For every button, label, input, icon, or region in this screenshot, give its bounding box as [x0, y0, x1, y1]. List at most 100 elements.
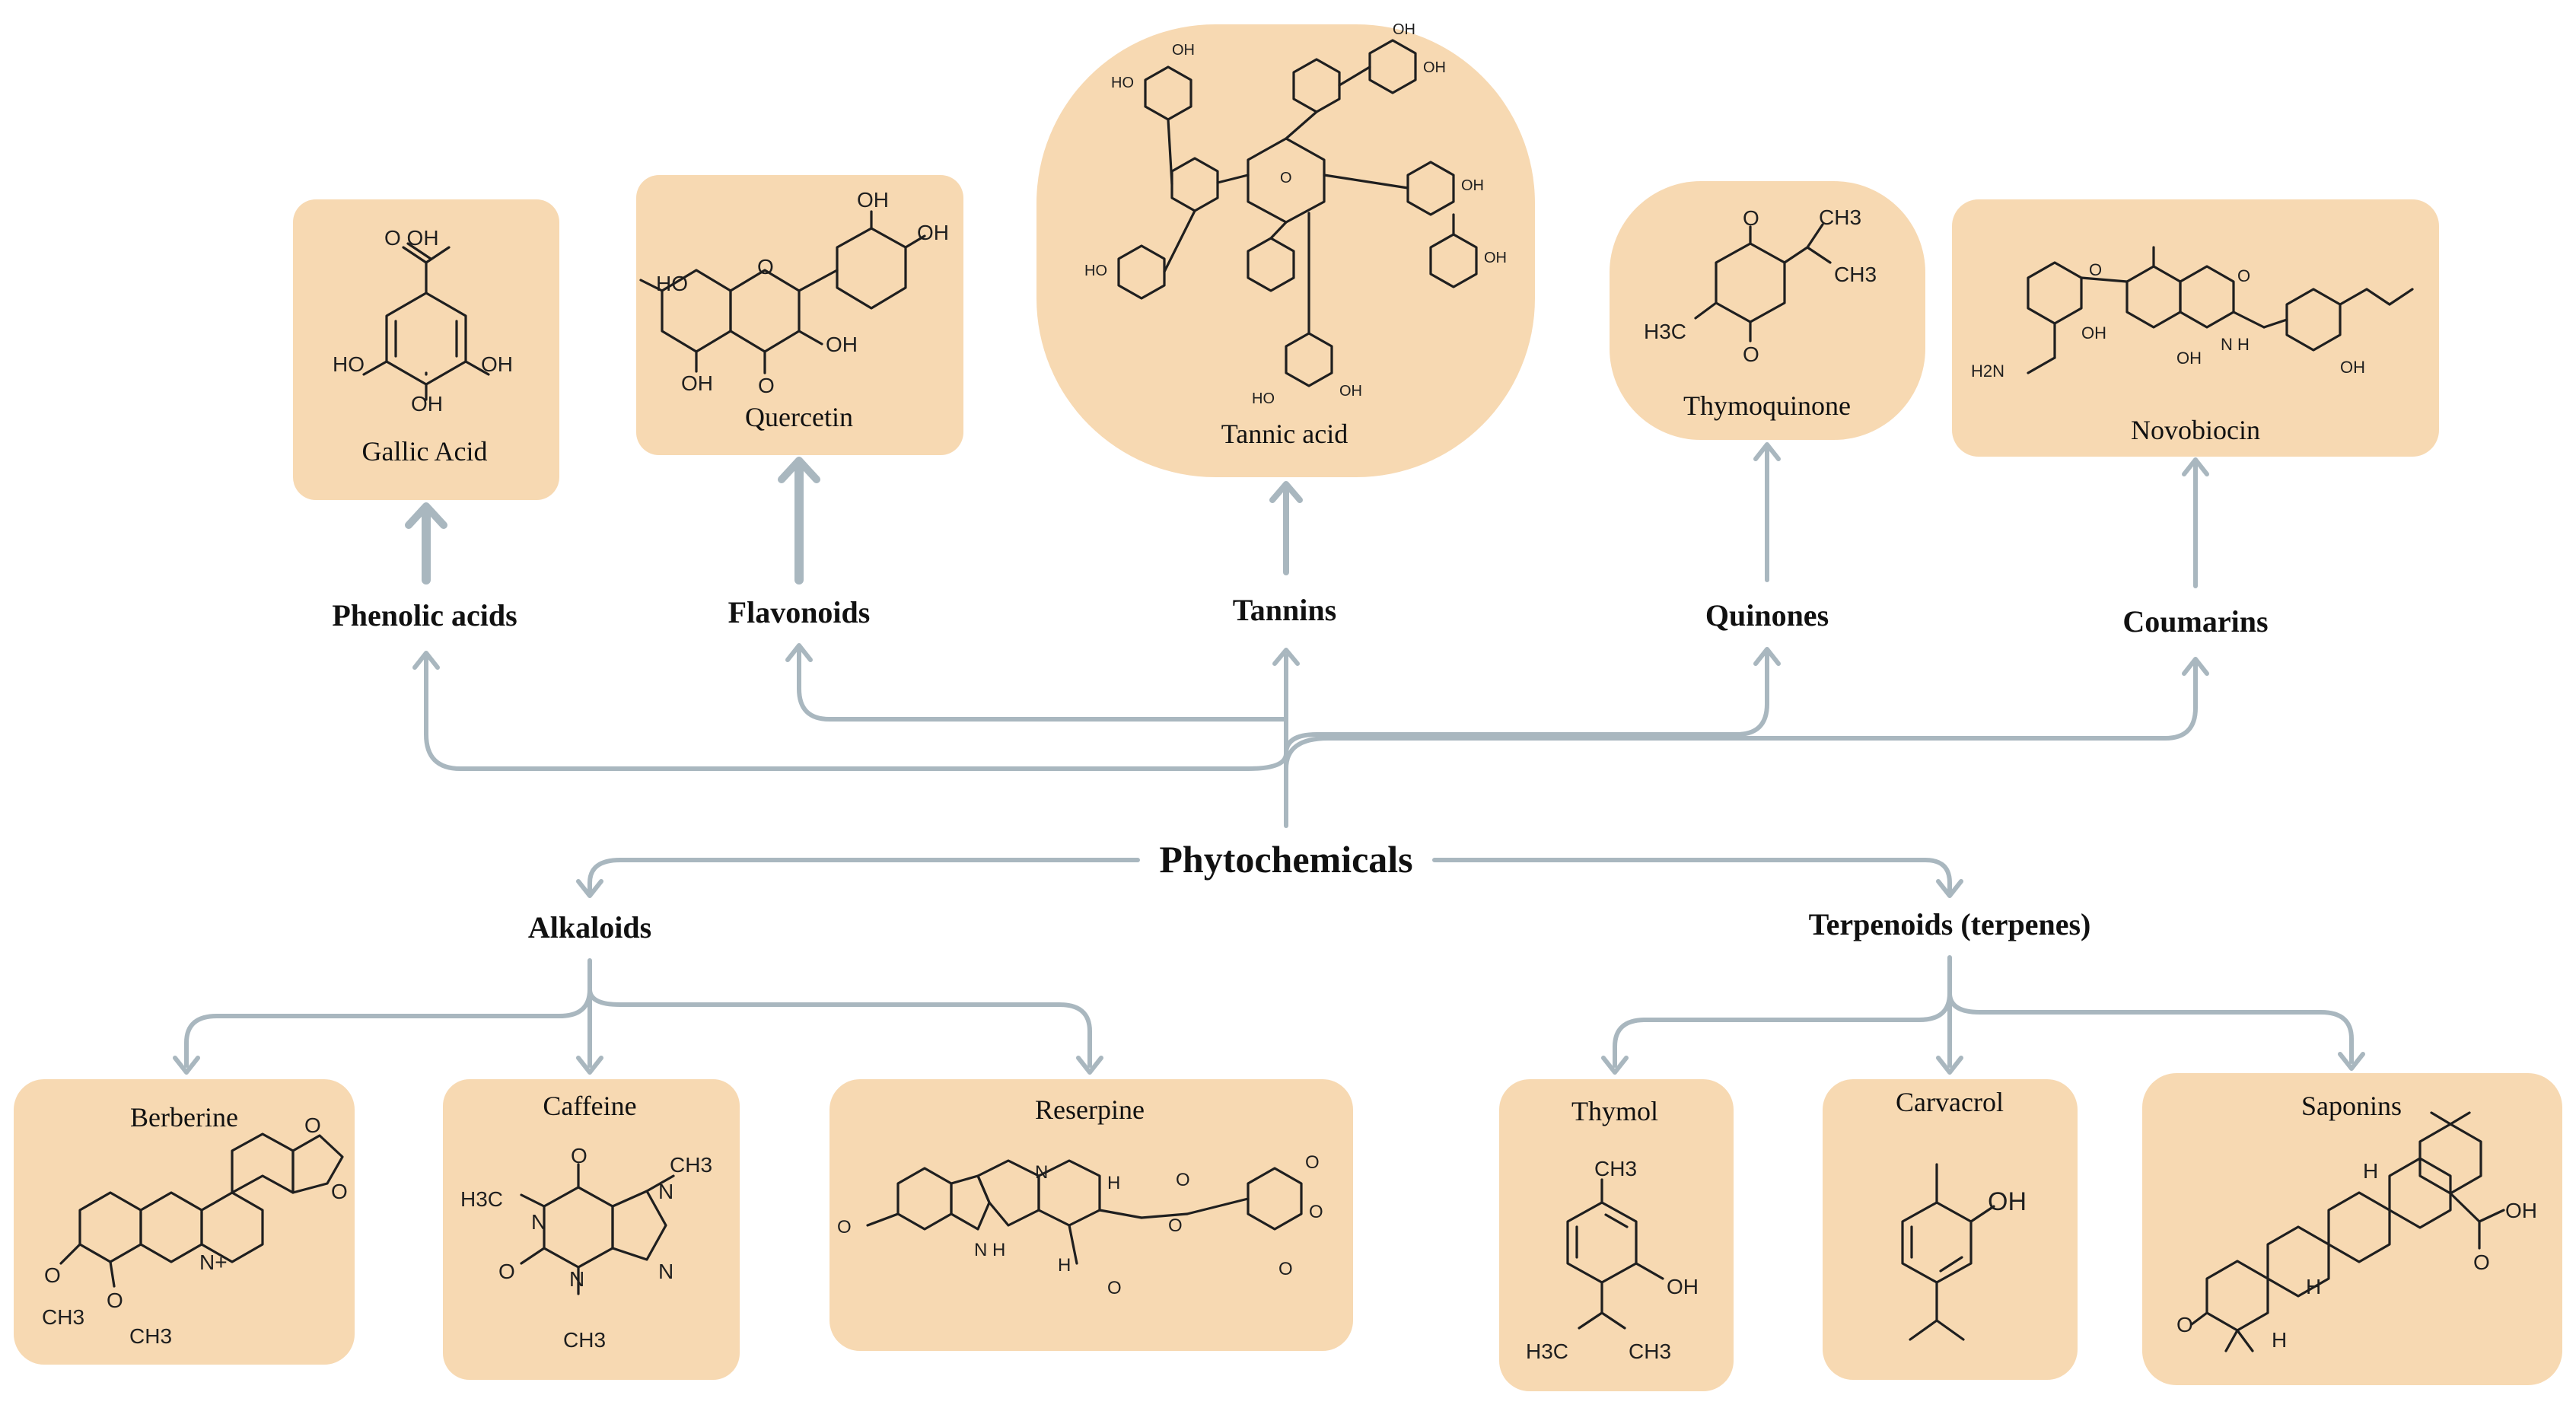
caffeine-ch3-top: CH3	[670, 1153, 712, 1177]
caffeine-n-3: N	[658, 1180, 673, 1203]
edge-to-alkaloids	[587, 858, 1140, 893]
quercetin-ho-label: HO	[656, 272, 688, 295]
berberine-o-4: O	[331, 1180, 348, 1203]
caffeine-n-2: N	[569, 1267, 584, 1291]
berberine-o-3: O	[304, 1113, 321, 1137]
quercetin-oh-right-label: OH	[917, 221, 949, 244]
quercetin-o-ring-label: O	[757, 255, 774, 279]
tannic-oh-2: OH	[1393, 21, 1415, 38]
edge-phenolic-acids	[424, 654, 1288, 771]
arrowhead-saponins	[2338, 1052, 2365, 1071]
thymol-oh: OH	[1667, 1275, 1699, 1298]
reserpine-o-2: O	[1176, 1170, 1190, 1190]
tannic-acid-box	[1036, 24, 1535, 477]
saponins-h-1: H	[2363, 1159, 2378, 1183]
berberine-structure: N+ O CH3 O CH3 O O	[42, 1113, 348, 1348]
quercetin-structure: HO O O OH OH OH OH	[639, 188, 949, 397]
compound-tannic-acid: Tannic acid	[1221, 419, 1348, 449]
reserpine-o-7: O	[837, 1217, 852, 1238]
edge-to-terpenoids	[1432, 858, 1952, 893]
category-phenolic-acids: Phenolic acids	[332, 598, 517, 632]
caffeine-h3c: H3C	[460, 1187, 503, 1211]
berberine-box	[14, 1079, 355, 1365]
berberine-o-1: O	[44, 1263, 61, 1287]
saponins-o-acid: O	[2473, 1250, 2490, 1274]
gallic-oh-bottom-label: OH	[411, 392, 443, 416]
novobiocin-oh-1: OH	[2081, 323, 2106, 342]
compound-caffeine: Caffeine	[543, 1091, 636, 1121]
carvacrol-oh: OH	[1988, 1187, 2027, 1216]
reserpine-o-3: O	[1305, 1152, 1320, 1173]
tannic-oh-4: OH	[1461, 177, 1484, 194]
category-quinones: Quinones	[1705, 598, 1829, 632]
arrowhead-quercetin	[778, 457, 820, 483]
compound-thymoquinone: Thymoquinone	[1683, 390, 1851, 421]
category-coumarins: Coumarins	[2122, 604, 2268, 639]
reserpine-o-6: O	[1107, 1278, 1122, 1298]
arrowhead-phenolic	[412, 651, 440, 670]
compound-carvacrol: Carvacrol	[1896, 1087, 2004, 1117]
edge-coumarins	[1284, 660, 2198, 771]
tannic-acid-structure: OH HO OH OH OH HO OH HO OH O	[1084, 21, 1507, 407]
arrowhead-thymoquinone	[1753, 442, 1781, 461]
category-alkaloids: Alkaloids	[528, 910, 651, 945]
novobiocin-o-2: O	[2237, 266, 2250, 285]
thymoquinone-h3c: H3C	[1644, 320, 1686, 343]
edge-flavonoids	[797, 646, 1288, 722]
novobiocin-oh-2: OH	[2176, 349, 2202, 368]
tannic-ho-2: HO	[1084, 263, 1107, 279]
caffeine-n-4: N	[658, 1260, 673, 1283]
quercetin-oh-c5-label: OH	[681, 371, 713, 395]
novobiocin-oh-3: OH	[2340, 358, 2365, 377]
quercetin-oh-c3-label: OH	[826, 333, 858, 356]
arrowhead-berberine	[173, 1056, 200, 1075]
saponins-o: O	[2176, 1313, 2193, 1336]
carvacrol-structure: OH	[1901, 1163, 2027, 1341]
thymoquinone-o-bottom: O	[1743, 342, 1759, 366]
berberine-ch3-1: CH3	[42, 1305, 84, 1329]
compound-quercetin: Quercetin	[745, 402, 853, 432]
saponins-h-3: H	[2272, 1328, 2287, 1352]
tannic-oh-6: OH	[1339, 383, 1362, 400]
caffeine-ch3-bottom: CH3	[563, 1328, 606, 1352]
edge-to-reserpine	[587, 987, 1092, 1068]
reserpine-h-1: H	[1107, 1173, 1120, 1193]
arrowhead-terpenoids	[1936, 879, 1963, 898]
saponins-h-2: H	[2306, 1275, 2321, 1298]
tannic-oh-1: OH	[1172, 42, 1195, 59]
arrowhead-coumarins	[2182, 657, 2209, 676]
compound-thymol: Thymol	[1571, 1096, 1658, 1126]
thymol-box	[1499, 1079, 1734, 1391]
saponins-structure: O OH O H H H	[2176, 1111, 2537, 1352]
compound-reserpine: Reserpine	[1035, 1094, 1145, 1125]
caffeine-o-top: O	[571, 1144, 587, 1167]
thymol-ch3-top: CH3	[1594, 1157, 1637, 1180]
thymol-structure: CH3 OH H3C CH3	[1526, 1157, 1699, 1363]
arrowhead-quinones	[1753, 647, 1781, 666]
arrowhead-alkaloids	[576, 879, 603, 898]
edge-to-thymol	[1613, 991, 1952, 1068]
novobiocin-o-1: O	[2089, 260, 2102, 279]
thymoquinone-box	[1610, 181, 1925, 440]
tannic-o-1: O	[1280, 170, 1292, 186]
quercetin-oh-top-label: OH	[857, 188, 889, 212]
compound-novobiocin: Novobiocin	[2131, 415, 2260, 445]
reserpine-n-1: N	[1035, 1162, 1048, 1183]
thymoquinone-ch3-right: CH3	[1834, 263, 1877, 286]
gallic-acid-structure: O OH HO OH OH	[333, 226, 513, 416]
thymol-ch3-bottom: CH3	[1629, 1340, 1671, 1363]
berberine-ch3-2: CH3	[129, 1324, 172, 1348]
reserpine-h-2: H	[1058, 1255, 1071, 1276]
novobiocin-h2n: H2N	[1971, 362, 2004, 381]
reserpine-o-4: O	[1309, 1202, 1323, 1222]
arrowhead-gallic	[405, 502, 447, 529]
tannic-ho-1: HO	[1111, 75, 1134, 91]
thymoquinone-o-top: O	[1743, 206, 1759, 230]
gallic-acid-box	[293, 199, 559, 500]
novobiocin-structure: O O OH OH OH N H H2N	[1971, 246, 2414, 381]
caffeine-structure: O O H3C CH3 CH3 N N N N	[460, 1144, 712, 1352]
arrowhead-carvacrol	[1936, 1056, 1963, 1075]
berberine-nplus: N+	[199, 1250, 228, 1274]
